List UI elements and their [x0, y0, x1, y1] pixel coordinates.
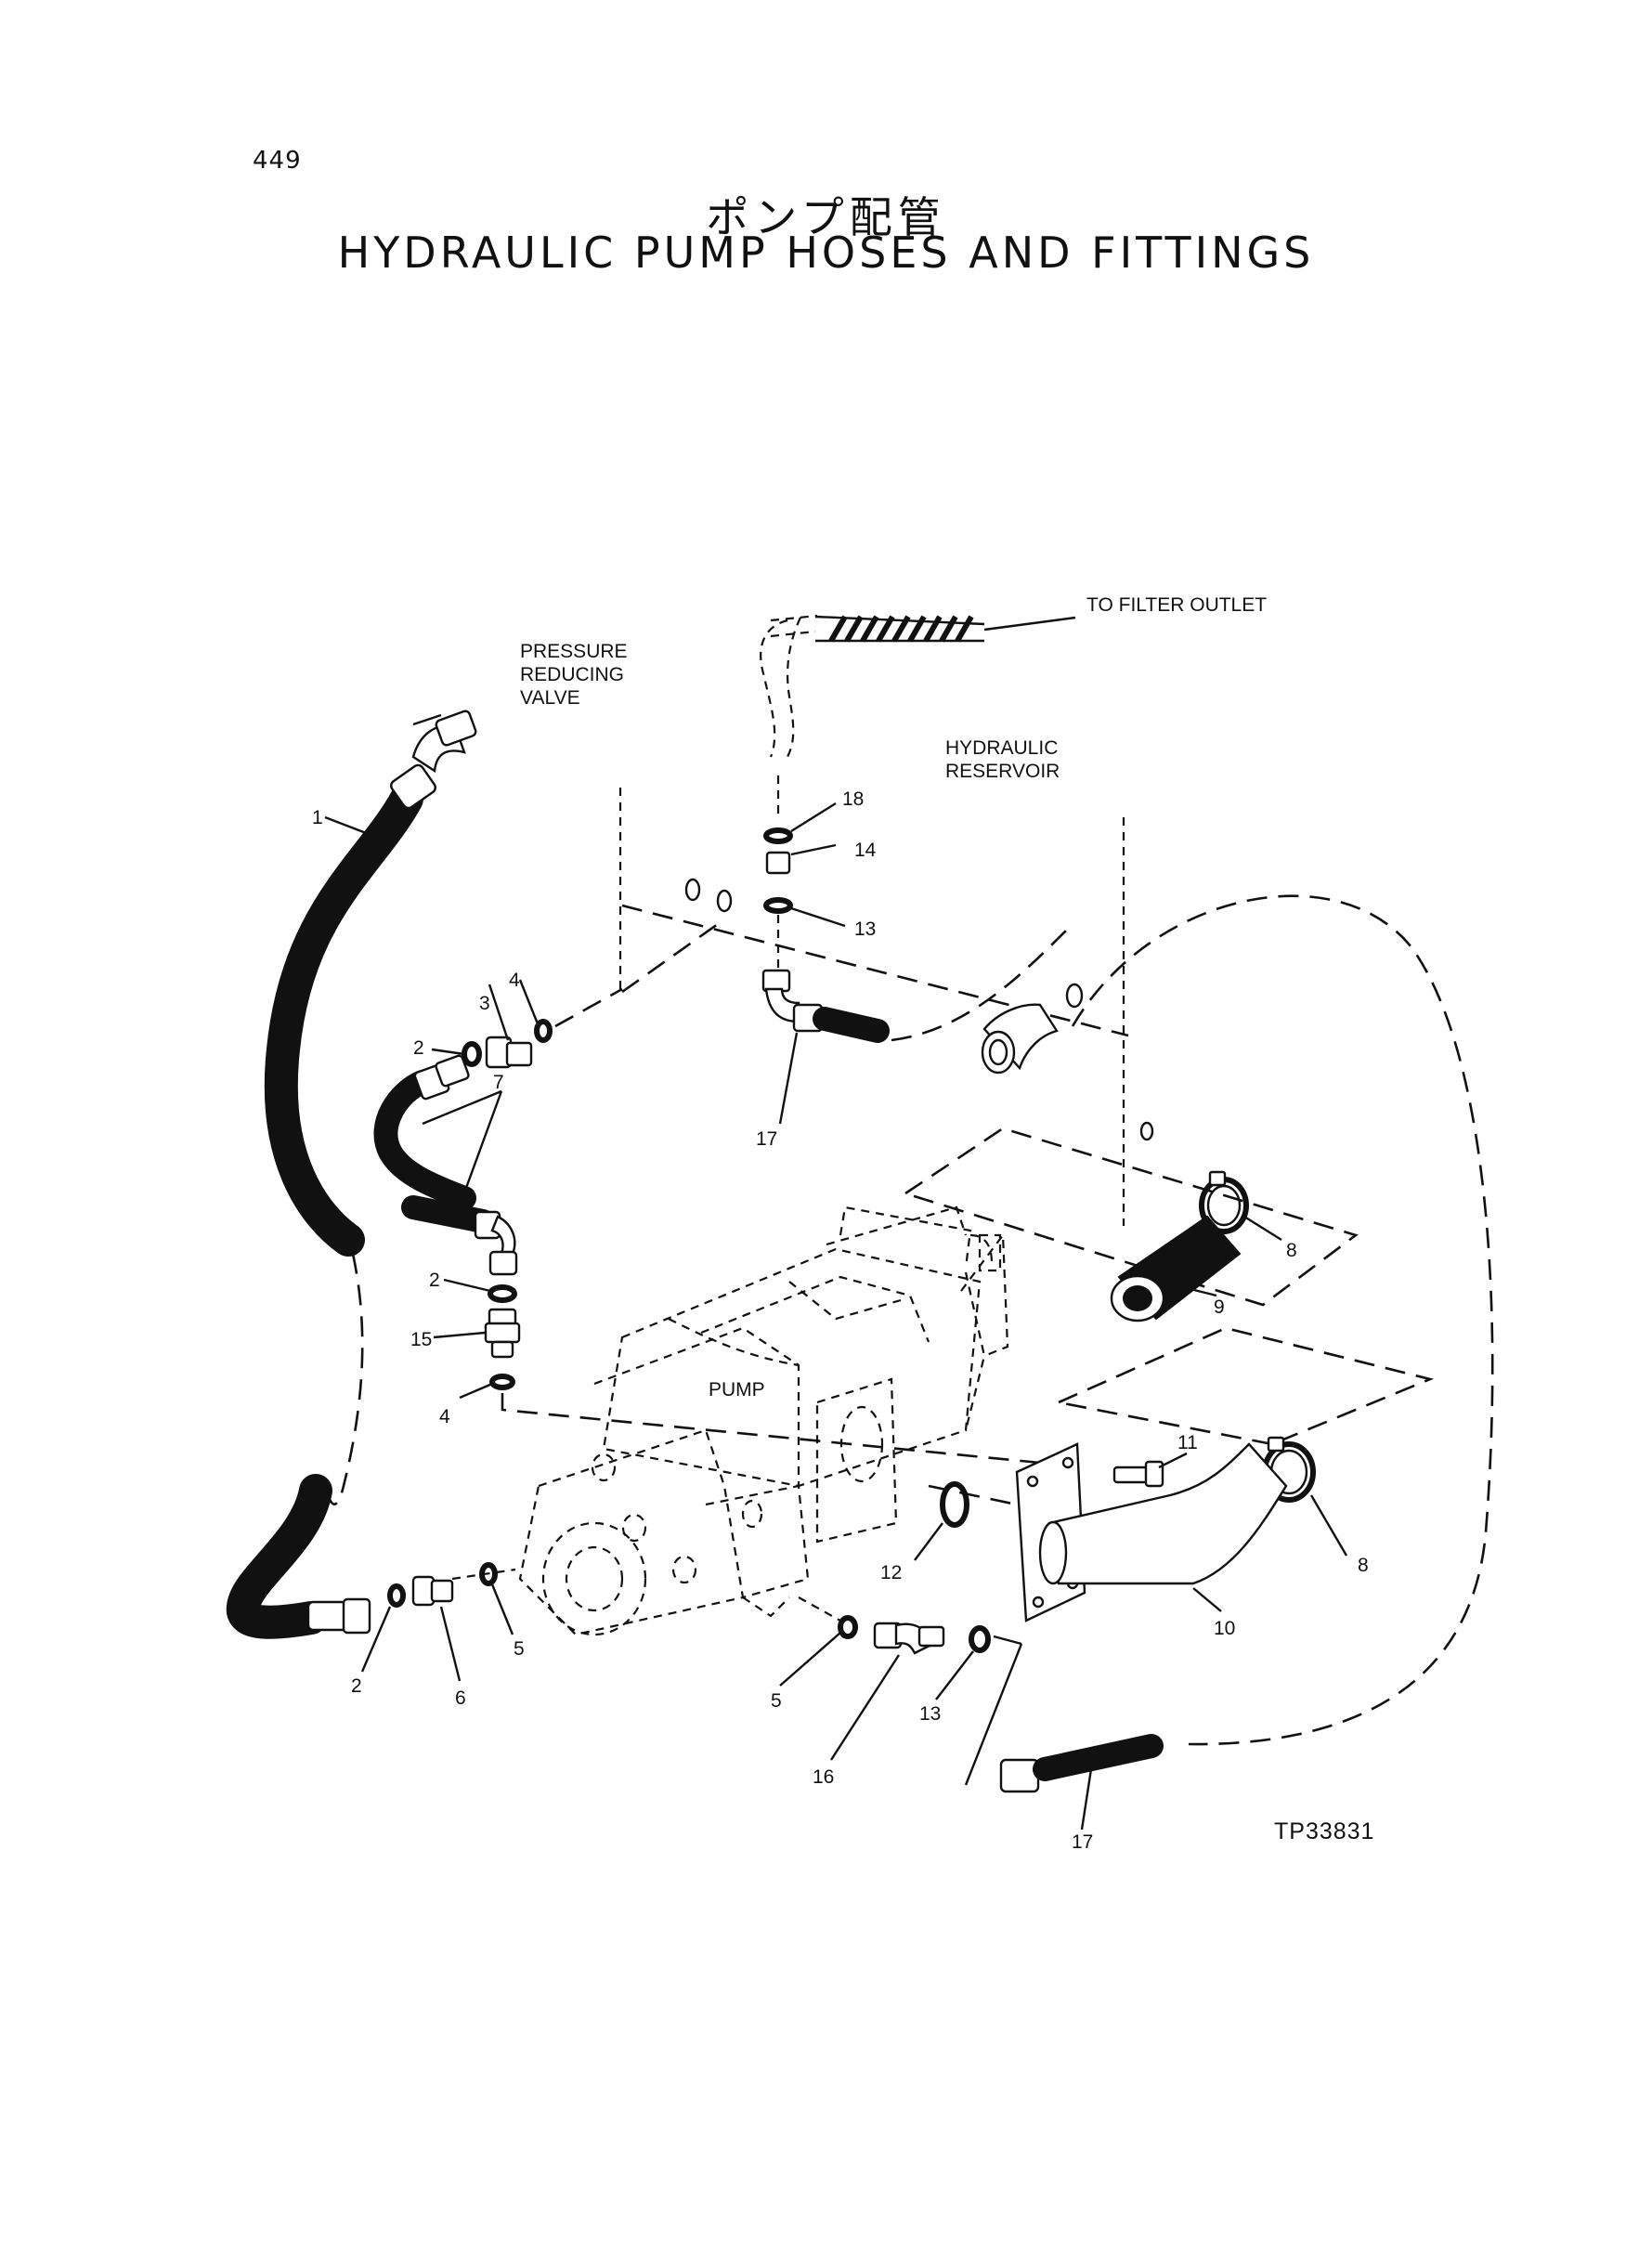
- hose-7: [373, 1054, 518, 1276]
- callout-17: 17: [1072, 1831, 1093, 1853]
- callout-13: 13: [919, 1703, 941, 1725]
- leader-lines: [324, 616, 1348, 1831]
- callout-16: 16: [813, 1766, 834, 1788]
- page-number: 449: [253, 147, 302, 175]
- to-filter-outlet-label: TO FILTER OUTLET: [1086, 594, 1267, 616]
- fittings-lower-right: [798, 1596, 1164, 1793]
- figure-reference: TP33831: [1274, 1818, 1375, 1844]
- callout-5: 5: [514, 1638, 525, 1660]
- callout-7: 7: [493, 1072, 504, 1093]
- o-ring-12: [940, 1481, 969, 1528]
- callout-2: 2: [413, 1037, 424, 1059]
- callout-5: 5: [771, 1690, 782, 1712]
- svg-text:VALVE: VALVE: [520, 687, 580, 709]
- hose-9: [1110, 1215, 1242, 1322]
- callout-9: 9: [1214, 1296, 1225, 1318]
- svg-text:REDUCING: REDUCING: [520, 664, 624, 685]
- callout-1: 1: [312, 807, 323, 828]
- pressure-reducing-valve-label: PRESSURE REDUCING VALVE: [520, 641, 628, 709]
- callout-12: 12: [880, 1562, 902, 1583]
- svg-text:HYDRAULIC: HYDRAULIC: [945, 737, 1058, 759]
- bolt-11: [1112, 1460, 1164, 1488]
- callout-4: 4: [509, 970, 520, 991]
- svg-text:RESERVOIR: RESERVOIR: [945, 761, 1060, 782]
- reservoir-outlet-pipe: [981, 1003, 1059, 1075]
- suction-pipe-10: [1015, 1442, 1288, 1622]
- callout-17: 17: [756, 1128, 777, 1150]
- title-japanese: ポンプ配管: [706, 192, 946, 242]
- hydraulic-reservoir-outline: [618, 788, 1435, 1446]
- pump-port-line: [928, 1484, 1018, 1506]
- callout-15: 15: [410, 1329, 432, 1350]
- callout-11: 11: [1177, 1432, 1198, 1453]
- callout-6: 6: [455, 1687, 466, 1709]
- callout-2: 2: [351, 1675, 362, 1697]
- pump-label: PUMP: [709, 1379, 765, 1401]
- callout-14: 14: [854, 840, 877, 861]
- fittings-middle: [484, 1284, 1041, 1465]
- hose-1: [226, 710, 477, 1639]
- hydraulic-reservoir-label: HYDRAULIC RESERVOIR: [945, 737, 1060, 782]
- callout-2: 2: [429, 1270, 440, 1291]
- callout-18: 18: [842, 788, 864, 810]
- return-line-dashed: [1071, 894, 1494, 1746]
- suction-line-dashed: [891, 928, 1069, 1042]
- page-title: HYDRAULIC PUMP HOSES AND FITTINGS: [337, 228, 1315, 278]
- pump-body: [518, 1205, 1009, 1636]
- clamp-8-upper: [1199, 1170, 1249, 1234]
- callout-4: 4: [439, 1406, 450, 1427]
- filter-outlet-line: [760, 614, 985, 1043]
- callout-3: 3: [479, 993, 490, 1014]
- callout-8: 8: [1358, 1555, 1369, 1576]
- callout-8: 8: [1286, 1240, 1297, 1261]
- fittings-lower-left: [387, 1562, 516, 1608]
- callout-13: 13: [854, 919, 876, 940]
- svg-text:PRESSURE: PRESSURE: [520, 641, 628, 662]
- callout-10: 10: [1214, 1618, 1235, 1639]
